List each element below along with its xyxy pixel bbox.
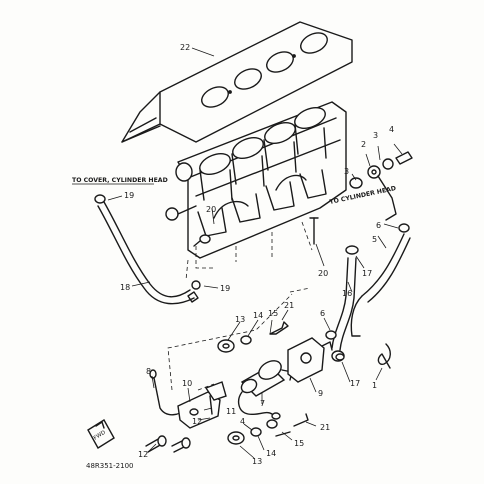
fitting-20-upper [193,234,211,247]
part-label: 11 [226,407,236,416]
part-label: 8 [146,367,151,376]
part-label: 16 [342,289,352,298]
part-label: 3 [373,131,378,140]
clip-1 [377,343,391,369]
part-label: 1 [372,381,377,390]
part-label: 12 [192,417,202,426]
part-label: 18 [120,283,130,292]
part-label: 6 [320,309,325,318]
part-label: 10 [182,379,192,388]
part-label: 20 [206,205,216,214]
part-label: 13 [235,315,245,324]
part-label: 17 [362,269,372,278]
part-label: 21 [284,301,294,310]
part-label: 3 [344,167,349,176]
part-label: 7 [260,399,265,408]
callout-to-cover-cylinder-head: TO COVER, CYLINDER HEAD [72,177,168,184]
part-label: 14 [253,311,263,320]
drawing-code: 48R351-2100 [86,462,133,470]
cover-plate [121,21,353,143]
part-label: 6 [376,221,381,230]
part-label: 4 [389,125,394,134]
part-label: 19 [220,284,230,293]
part-label: 5 [372,235,377,244]
part-label: 15 [268,309,278,318]
part-label: 12 [138,450,148,459]
part-label: 13 [252,457,262,466]
part-label: 4 [240,417,245,426]
part-label: 15 [294,439,304,448]
sensor-bracket-group [145,287,345,453]
hose-16 [309,217,411,362]
part-label: 20 [318,269,328,278]
carburetor-assembly [165,101,347,281]
hose-18 [94,194,201,305]
part-label: 21 [320,423,330,432]
part-label: 2 [361,140,366,149]
union-bolt-group [349,143,413,221]
part-label: 19 [124,191,134,200]
leader-lines [107,47,399,459]
front-direction-marker: FWD [87,419,115,449]
part-number-labels: 22 2 3 4 3 20 19 18 19 20 17 16 5 6 21 1… [120,43,394,466]
part-label: 17 [350,379,360,388]
part-label: 22 [180,43,190,52]
part-label: 14 [266,449,276,458]
part-label: 9 [318,389,323,398]
